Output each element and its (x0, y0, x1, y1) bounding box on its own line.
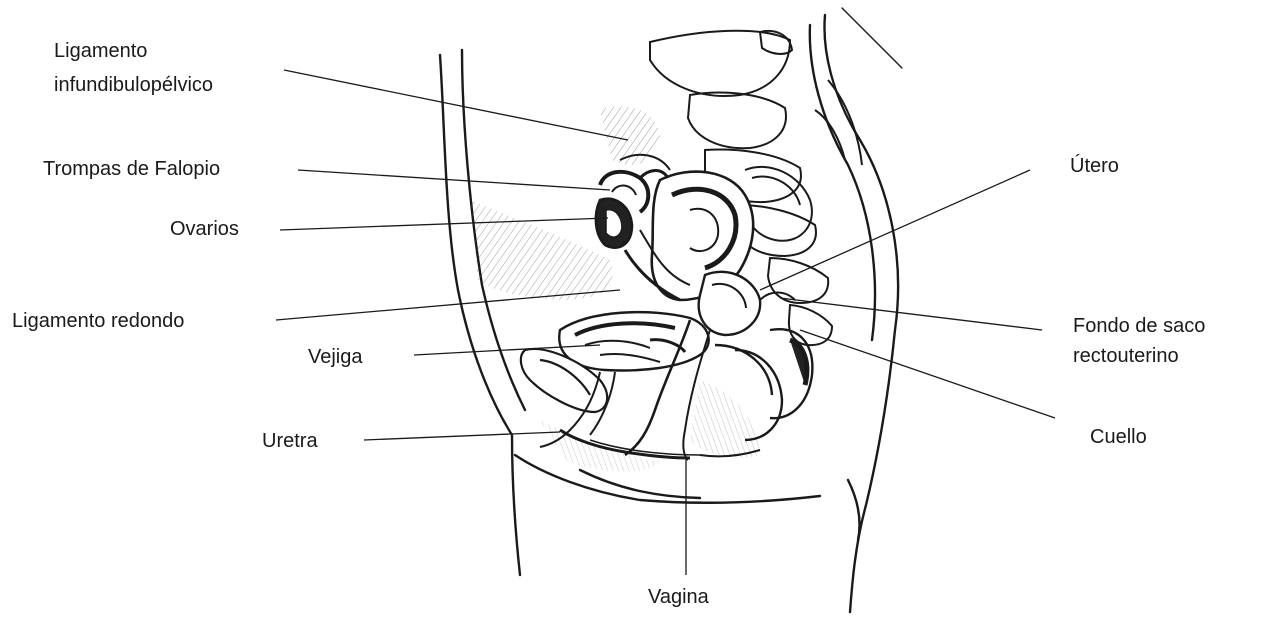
label-vejiga: Vejiga (308, 344, 363, 370)
leader-trompas (298, 170, 610, 190)
bladder-group (559, 312, 708, 370)
leader-uretra (364, 432, 560, 440)
label-ligamento-infundibulopelvico-line2: infundibulopélvico (54, 72, 213, 98)
label-ovarios: Ovarios (170, 216, 239, 242)
leader-utero (760, 170, 1030, 290)
leader-infundibulopelvico (284, 70, 628, 140)
label-fondo-de-saco-line1: Fondo de saco (1073, 313, 1205, 339)
label-trompas-de-falopio: Trompas de Falopio (43, 156, 220, 182)
leader-ligamento-redondo (276, 290, 620, 320)
body-outline (440, 8, 902, 612)
label-fondo-de-saco-line2: rectouterino (1073, 343, 1179, 369)
label-vagina: Vagina (648, 584, 709, 610)
label-uretra: Uretra (262, 428, 318, 454)
label-cuello: Cuello (1090, 424, 1147, 450)
label-ligamento-redondo: Ligamento redondo (12, 308, 184, 334)
label-utero: Útero (1070, 153, 1119, 179)
label-ligamento-infundibulopelvico-line1: Ligamento (54, 38, 147, 64)
leader-cuello (800, 330, 1055, 418)
leader-ovarios (280, 218, 608, 230)
